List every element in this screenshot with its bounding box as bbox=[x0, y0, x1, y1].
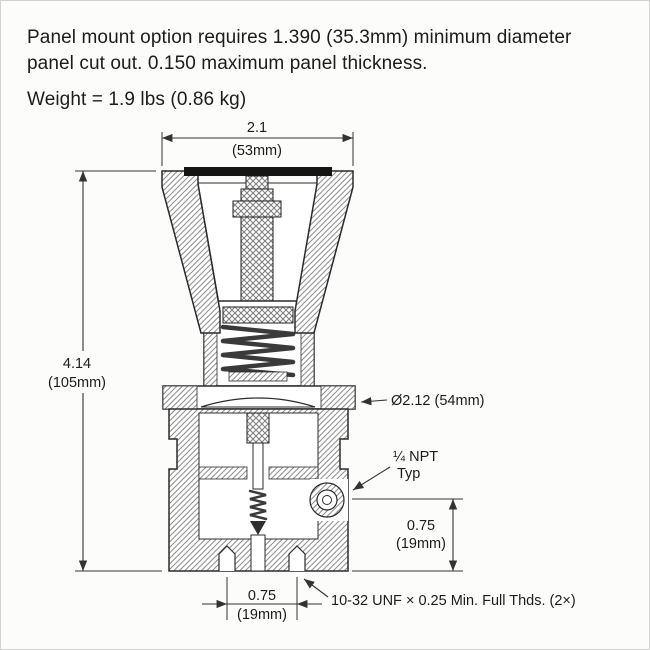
mount-thread-note: 10-32 UNF × 0.25 Min. Full Thds. (2×) bbox=[331, 593, 576, 609]
dimension-metric: (19mm) bbox=[396, 536, 446, 552]
panel-mount-note-line1: Panel mount option requires 1.390 (35.3m… bbox=[27, 27, 572, 48]
bonnet-flange-right-section bbox=[320, 385, 356, 410]
range-spring bbox=[220, 324, 296, 378]
npt-label-line1: ¼ NPT bbox=[393, 449, 438, 465]
dimension-metric: (53mm) bbox=[232, 143, 282, 159]
body-diameter-label: Ø2.12 (54mm) bbox=[391, 393, 484, 409]
weight-note: Weight = 1.9 lbs (0.86 kg) bbox=[27, 89, 247, 110]
valve-stem bbox=[252, 442, 264, 490]
mounting-hole-left bbox=[218, 545, 236, 571]
callout-npt-port: ¼ NPT Typ bbox=[352, 449, 438, 491]
panel-mount-note-line2: panel cut out. 0.150 maximum panel thick… bbox=[27, 53, 428, 74]
dimension-value: 4.14 bbox=[63, 356, 91, 372]
leader-line bbox=[303, 578, 329, 598]
dimension-overall-height: 4.14 (105mm) bbox=[39, 170, 162, 572]
callout-mounting-thread: 10-32 UNF × 0.25 Min. Full Thds. (2×) bbox=[303, 578, 576, 609]
knob-top-cap bbox=[184, 167, 332, 176]
callout-body-diameter: Ø2.12 (54mm) bbox=[360, 393, 484, 409]
npt-label-line2: Typ bbox=[397, 466, 420, 482]
dimension-metric: (105mm) bbox=[48, 375, 106, 391]
valve-guide bbox=[246, 412, 270, 444]
lock-nut bbox=[232, 200, 282, 218]
spring-seat bbox=[228, 371, 288, 382]
valve-spring bbox=[248, 489, 268, 521]
bottom-center-passage bbox=[250, 534, 266, 572]
dimension-knob-width: 2.1 (53mm) bbox=[161, 120, 354, 166]
mounting-hole-right bbox=[288, 545, 306, 571]
dimension-hole-spacing: 0.75 (19mm) bbox=[202, 577, 322, 623]
dimension-value: 0.75 bbox=[248, 588, 276, 604]
dimension-value: 2.1 bbox=[247, 120, 267, 136]
bonnet-flange-left-section bbox=[162, 385, 198, 410]
adjusting-screw-top bbox=[245, 175, 269, 190]
regulator-assembly bbox=[161, 167, 356, 572]
dimension-port-height: 0.75 (19mm) bbox=[352, 498, 463, 572]
valve-seat-left bbox=[198, 466, 248, 480]
port-bore bbox=[322, 495, 332, 505]
dimension-metric: (19mm) bbox=[237, 607, 287, 623]
leader-line bbox=[352, 466, 391, 491]
dimension-text-backing bbox=[39, 351, 119, 393]
dimension-value: 0.75 bbox=[407, 518, 435, 534]
valve-seat-right bbox=[268, 466, 319, 480]
valve-poppet bbox=[250, 521, 266, 535]
leader-line bbox=[360, 397, 388, 406]
diaphragm-dome bbox=[200, 397, 316, 408]
spring-retainer-plug bbox=[222, 306, 294, 324]
